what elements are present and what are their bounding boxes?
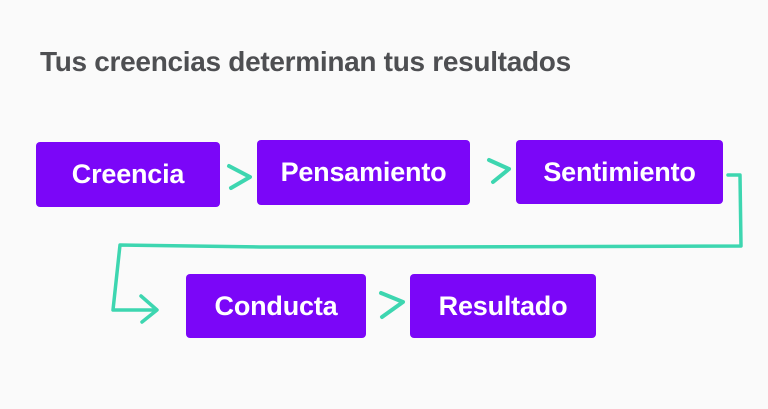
chevron-right-icon bbox=[487, 158, 511, 184]
chevron-right-icon bbox=[227, 164, 252, 190]
step-label: Sentimiento bbox=[543, 156, 696, 187]
diagram-title: Tus creencias determinan tus resultados bbox=[40, 46, 571, 77]
chevron-right-icon bbox=[379, 291, 405, 319]
step-resultado: Resultado bbox=[410, 274, 596, 338]
step-sentimiento: Sentimiento bbox=[516, 140, 723, 204]
step-pensamiento: Pensamiento bbox=[257, 140, 470, 205]
step-label: Creencia bbox=[71, 159, 185, 189]
step-creencia: Creencia bbox=[36, 142, 220, 207]
step-conducta: Conducta bbox=[186, 274, 366, 338]
step-label: Resultado bbox=[438, 290, 568, 321]
step-label: Pensamiento bbox=[280, 157, 447, 187]
step-label: Conducta bbox=[214, 290, 338, 321]
